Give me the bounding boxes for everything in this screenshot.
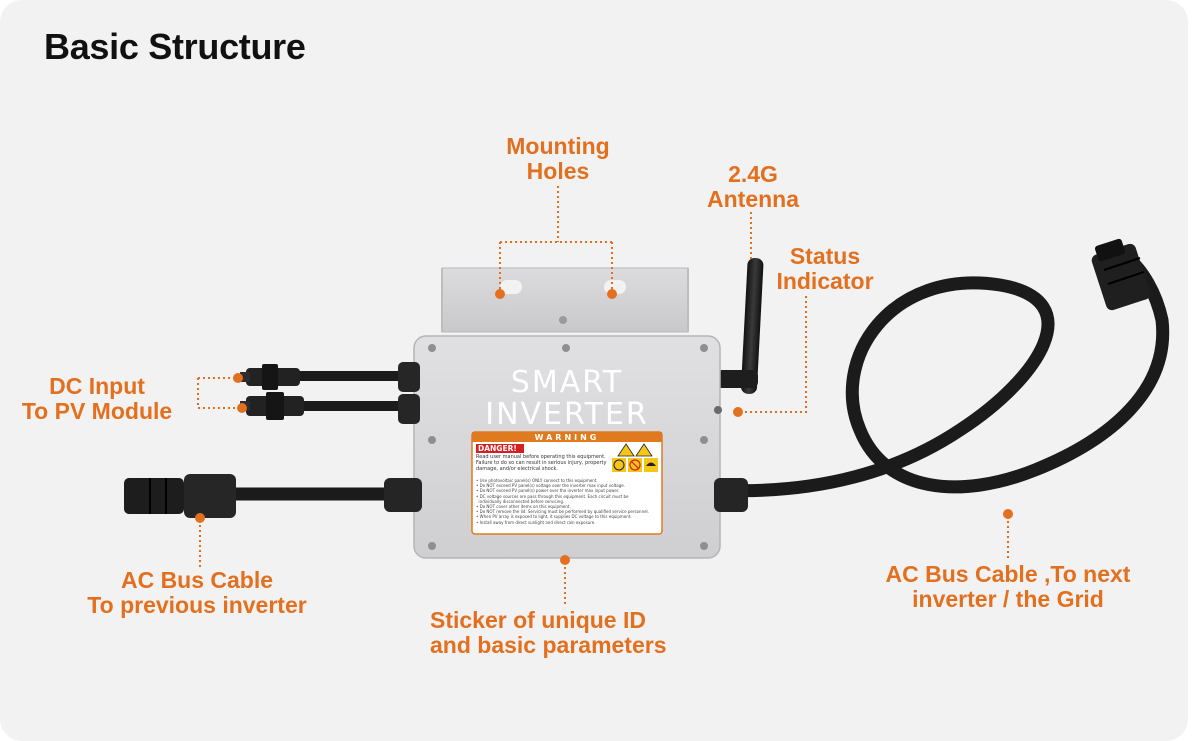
label-mounting-holes: Mounting Holes xyxy=(506,133,610,184)
label-ac-bus-prev: AC Bus Cable To previous inverter xyxy=(87,567,307,618)
sticker-intro: Read user manual before operating this e… xyxy=(476,454,607,472)
leader-lines xyxy=(197,186,1009,604)
sticker-line: individually disconnected before servici… xyxy=(476,498,565,504)
sticker-line: • Do NOT exceed PV panel(s) voltage over… xyxy=(476,483,625,489)
label-sticker-id: Sticker of unique ID and basic parameter… xyxy=(430,607,667,658)
brand-line-2: INVERTER xyxy=(485,397,649,432)
leader-status xyxy=(736,296,807,413)
leader-dots xyxy=(195,289,1013,565)
mounting-hole-left xyxy=(500,280,522,294)
sticker-hazard-icons xyxy=(612,443,658,472)
antenna-icon xyxy=(716,258,764,394)
sticker-line: • DC voltage sources are pass through th… xyxy=(476,493,629,499)
mounting-plate xyxy=(441,267,689,333)
status-led-icon xyxy=(714,406,722,414)
dc-connector-positive xyxy=(240,364,300,390)
dc-cables xyxy=(296,371,410,411)
sticker-danger: DANGER! xyxy=(478,444,517,453)
label-antenna: 2.4G Antenna xyxy=(707,161,799,212)
sticker-header: WARNING xyxy=(535,433,600,442)
page-title: Basic Structure xyxy=(44,26,306,67)
ac-connector-prev xyxy=(124,474,236,518)
brand-line-1: SMART xyxy=(511,365,623,400)
label-status-indicator: Status Indicator xyxy=(776,243,874,294)
ac-cable-next xyxy=(709,251,1170,498)
ac-connector-next xyxy=(1091,238,1151,311)
sticker-line: • Use photovoltaic panel(s) ONLY connect… xyxy=(476,478,598,483)
sticker-line: • Do NOT remove the lid. Servicing must … xyxy=(476,509,649,515)
sticker-text-lines: • Use photovoltaic panel(s) ONLY connect… xyxy=(476,478,658,525)
label-dc-input: DC Input To PV Module xyxy=(21,373,173,424)
dc-connector-negative xyxy=(240,392,304,420)
sticker-line: • When PV array is exposed to light, it … xyxy=(476,514,632,520)
warning-sticker: WARNING DANGER! Read user manual before … xyxy=(471,431,663,535)
sticker-line: • Do NOT exceed PV panel(s) power over t… xyxy=(476,488,620,494)
label-ac-bus-next: AC Bus Cable ,To next inverter / the Gri… xyxy=(885,561,1131,612)
sticker-line: • Do NOT cover other items on this equip… xyxy=(476,504,571,510)
sticker-line: • Install away from direct sunlight and … xyxy=(476,519,596,525)
